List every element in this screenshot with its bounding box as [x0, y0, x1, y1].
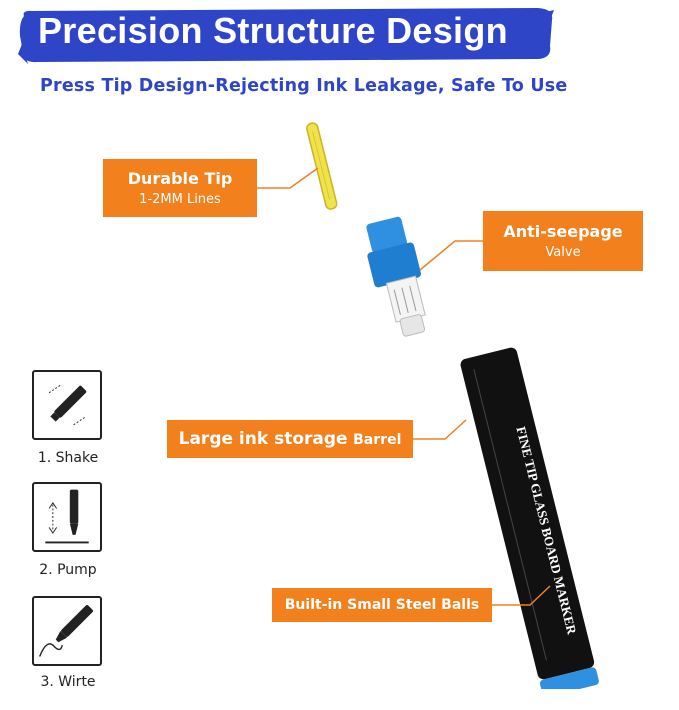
title-banner — [18, 8, 554, 64]
marker-barrel — [460, 347, 599, 689]
callout-seepage-subtitle: Valve — [545, 245, 581, 260]
callout-tip-title: Durable Tip — [127, 169, 233, 188]
callout-ink-title: Large ink storage — [178, 429, 348, 449]
step-write-box — [32, 596, 102, 666]
callout-ink-tail: Barrel — [353, 432, 402, 448]
callout-balls-title: Built-in Small Steel Balls — [284, 597, 480, 613]
shake-icon — [48, 384, 87, 426]
write-icon — [39, 605, 93, 657]
step-pump-box — [32, 482, 102, 552]
step-shake-label: 1. Shake — [37, 450, 99, 466]
callout-durable-tip: Durable Tip 1-2MM Lines — [103, 159, 257, 217]
page-subtitle: Press Tip Design-Rejecting Ink Leakage, … — [40, 76, 568, 96]
step-shake-box — [32, 370, 102, 440]
step-write-label: 3. Wirte — [40, 674, 96, 690]
page-title: Precision Structure Design — [38, 10, 508, 51]
callout-seepage-title: Anti-seepage — [503, 222, 623, 241]
callout-anti-seepage: Anti-seepage Valve — [483, 211, 643, 271]
marker-tip — [306, 122, 338, 210]
step-pump-label: 2. Pump — [39, 562, 97, 578]
callout-tip-subtitle: 1-2MM Lines — [139, 192, 221, 207]
marker-valve — [366, 216, 426, 337]
callout-ink-storage: Large ink storage Barrel — [167, 420, 413, 458]
marker-illustration — [306, 122, 599, 689]
pump-icon — [45, 489, 89, 544]
callout-steel-balls: Built-in Small Steel Balls — [272, 588, 492, 622]
